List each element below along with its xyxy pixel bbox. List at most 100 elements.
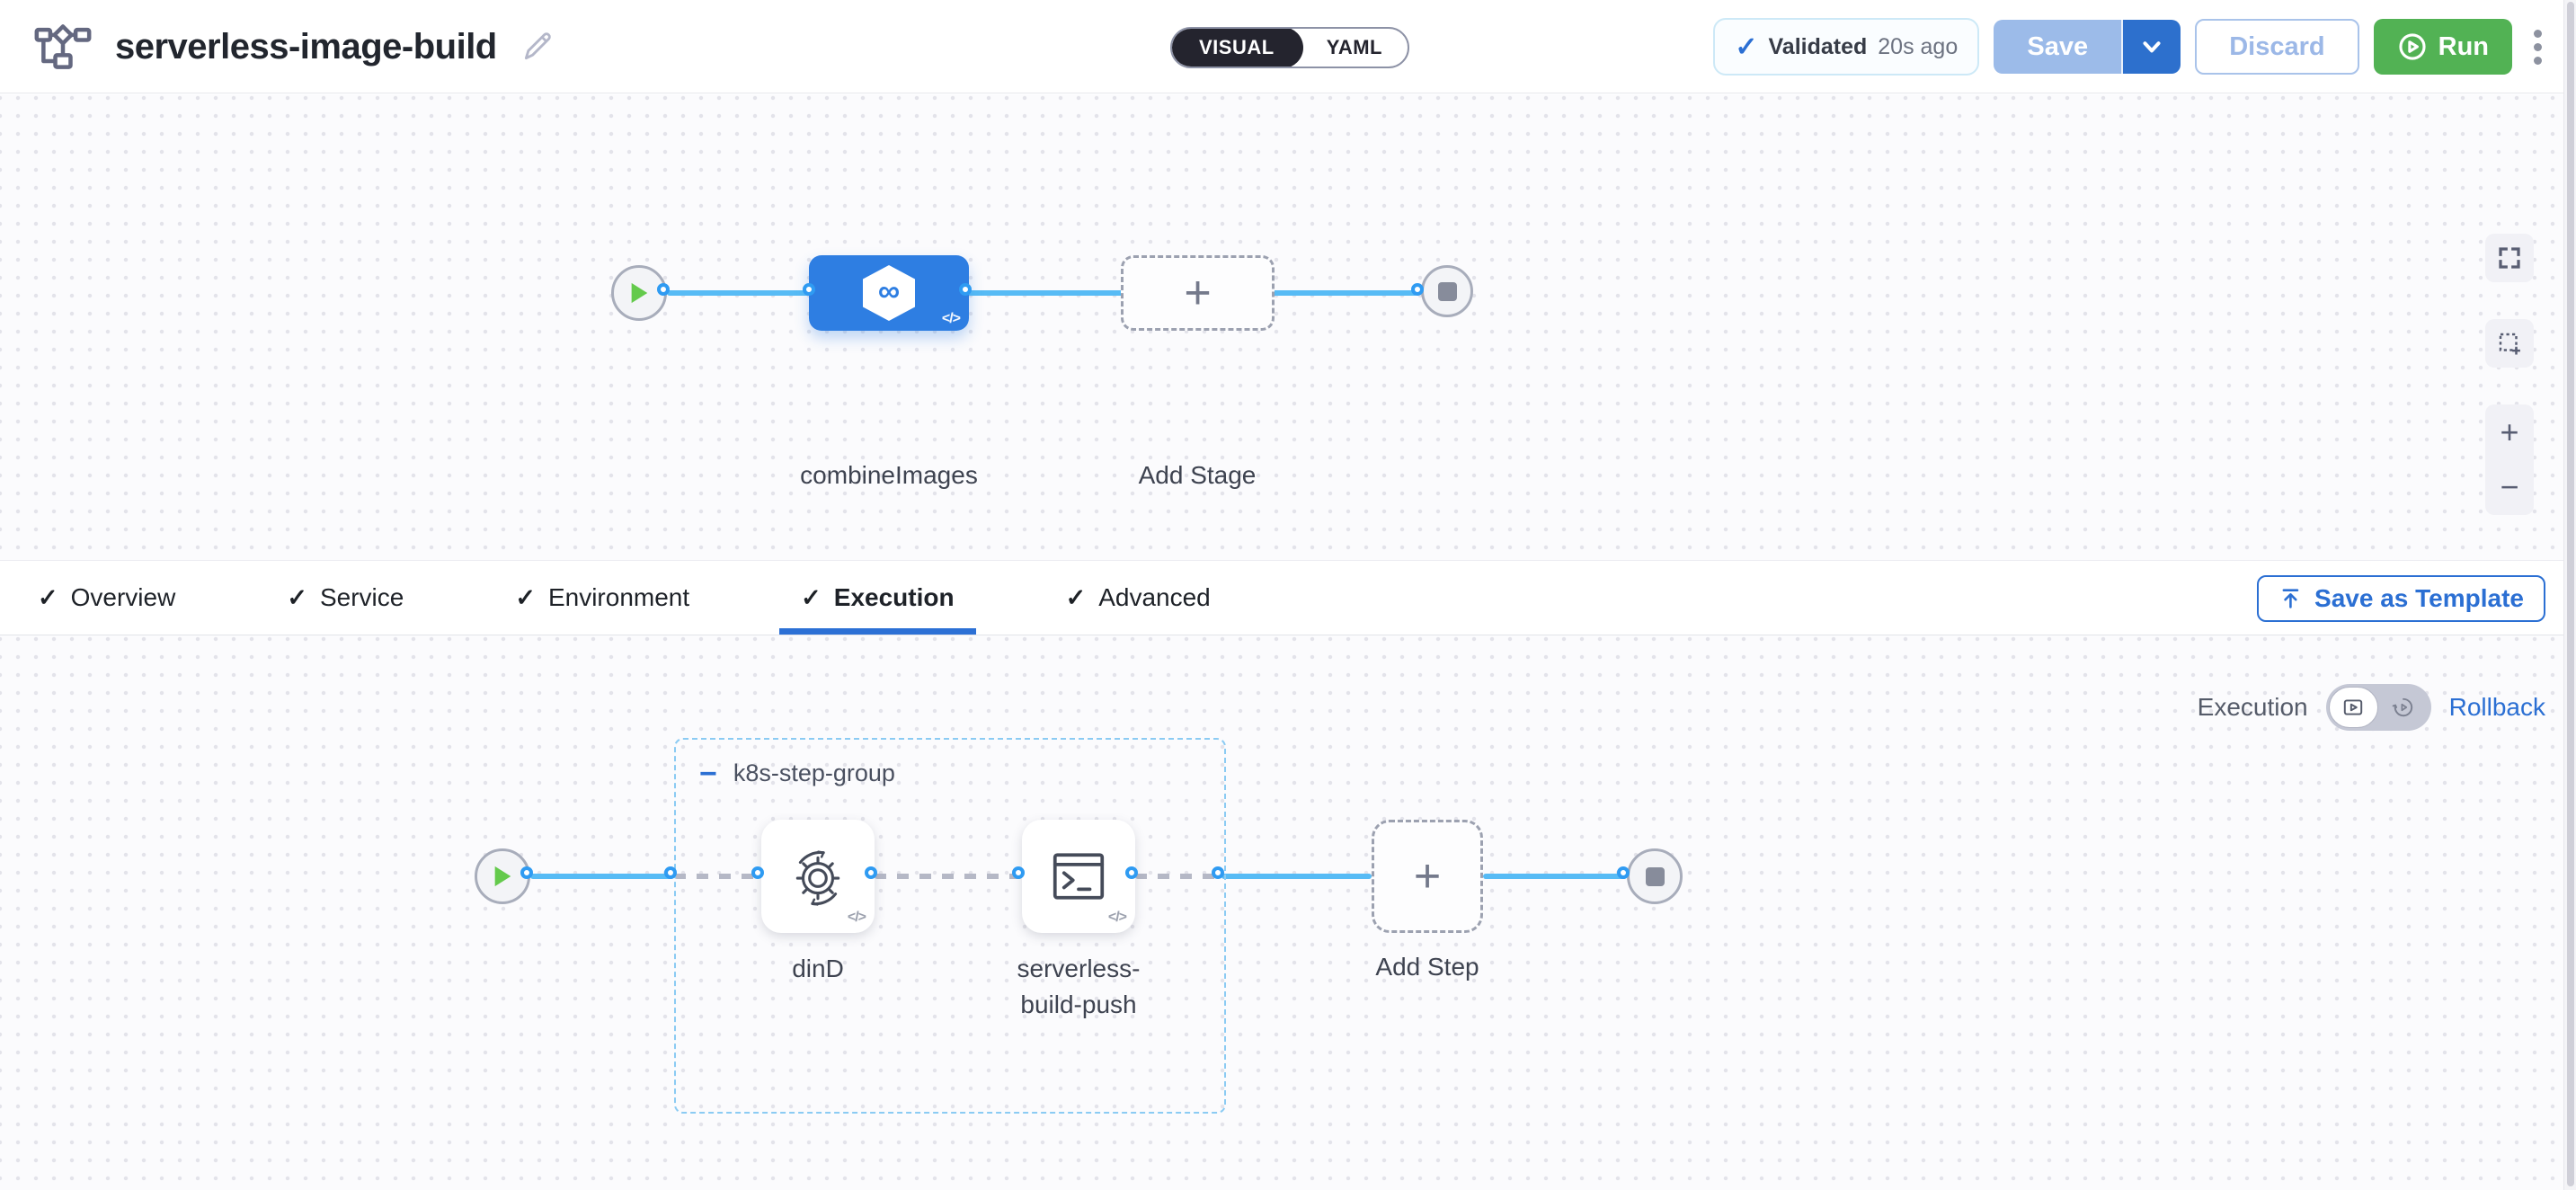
step-group-header[interactable]: − k8s-step-group [699,756,895,791]
validated-check-icon: ✓ [1735,31,1758,62]
run-play-icon [2399,33,2426,60]
code-badge-icon: </> [1107,910,1127,925]
stage-node-label: combineImages [800,461,978,489]
stage-tab-bar: ✓ Overview ✓ Service ✓ Environment ✓ Exe… [0,560,2576,635]
execution-canvas: Execution Rollback [0,635,2576,1190]
toggle-visual[interactable]: VISUAL [1172,29,1303,67]
zoom-in-button[interactable]: + [2500,413,2519,450]
step-group-k8s: − k8s-step-group [674,738,1226,1114]
tab-environment[interactable]: ✓ Environment [515,583,690,611]
save-split-button: Save [1994,20,2181,74]
rollback-link[interactable]: Rollback [2448,693,2545,721]
discard-button[interactable]: Discard [2195,19,2359,75]
step-label-dind: dinD [792,955,844,982]
marquee-select-icon [2499,333,2520,355]
validated-label: Validated [1768,33,1868,59]
execution-mode-button[interactable] [2328,687,2379,728]
collapse-icon: − [699,756,717,791]
run-button[interactable]: Run [2373,19,2512,75]
execution-end-node [1627,848,1683,904]
fullscreen-icon [2499,247,2520,269]
connector-dot [1212,866,1224,879]
tab-check-icon: ✓ [515,583,536,611]
tab-check-icon: ✓ [1065,583,1087,611]
header-title-group: serverless-image-build [34,0,555,93]
save-button[interactable]: Save [1994,20,2122,74]
edit-pencil-icon[interactable] [520,30,555,64]
tab-check-icon: ✓ [287,583,307,611]
step-label-serverless-build-push: serverless-build-push [1017,955,1141,1018]
code-badge-icon: </> [847,910,866,925]
exec-flow-line [1483,874,1627,879]
save-as-template-button[interactable]: Save as Template [2257,575,2545,622]
code-badge-icon: </> [941,311,961,326]
header-actions: ✓ Validated 20s ago Save Discard Run [1713,0,2549,93]
tab-advanced[interactable]: ✓ Advanced [1065,583,1211,611]
tab-check-icon: ✓ [38,583,58,611]
connector-dot [657,283,670,296]
exec-flow-line-dashed [674,874,761,879]
connector-dot [1411,283,1424,296]
page-title: serverless-image-build [115,26,497,67]
stop-icon [1645,866,1665,886]
exec-flow-line-dashed [875,874,1022,879]
validated-badge[interactable]: ✓ Validated 20s ago [1713,18,1980,75]
upload-template-icon [2282,589,2299,608]
run-label: Run [2438,31,2489,61]
step-group-label: k8s-step-group [733,759,895,786]
connector-dot [865,866,877,879]
scrollbar-thumb[interactable] [2567,2,2574,1186]
pipeline-icon [34,24,92,69]
multi-select-button[interactable] [2485,319,2534,368]
connector-dot [1012,866,1025,879]
exec-flow-line [530,874,674,879]
vertical-scrollbar [2563,0,2576,1190]
execution-mode-label: Execution [2197,693,2308,721]
plus-icon: + [1184,267,1212,319]
add-step-button[interactable]: + [1372,820,1483,933]
toggle-yaml[interactable]: YAML [1326,36,1382,58]
connector-dot [1125,866,1138,879]
zoom-out-button[interactable]: − [2500,468,2519,506]
add-stage-label: Add Stage [1138,461,1257,489]
start-play-icon [631,282,648,304]
step-node-dind[interactable]: </> [761,820,875,933]
chained-pipeline-icon: ∞ [863,265,915,321]
rollback-mode-button[interactable] [2378,687,2428,728]
tab-execution[interactable]: ✓ Execution [779,561,975,635]
pipeline-end-node [1421,265,1473,317]
validated-time: 20s ago [1878,33,1959,59]
step-node-serverless-build-push[interactable]: </> [1022,820,1135,933]
connector-dot [803,283,815,296]
rollback-icon [2392,697,2412,717]
add-step-label: Add Step [1375,953,1479,981]
stop-icon [1437,281,1457,301]
stage-canvas: ∞ </> combineImages + Add Stage [0,94,2576,560]
header: serverless-image-build VISUAL YAML ✓ Val… [0,0,2576,93]
execution-steps-icon [2344,699,2363,715]
add-stage-button[interactable]: + [1121,255,1275,331]
plus-icon: + [1413,850,1442,902]
exec-flow-line [1221,874,1372,879]
more-options-menu[interactable] [2527,24,2549,70]
execution-rollback-toggle [2325,684,2431,731]
connector-dot [520,866,533,879]
tab-service[interactable]: ✓ Service [287,583,404,611]
start-play-icon [494,866,511,887]
exec-flow-line-dashed [1135,874,1221,879]
tab-overview[interactable]: ✓ Overview [38,583,176,611]
connector-dot [664,866,677,879]
dind-gear-sync-icon [795,850,840,906]
execution-mode-row: Execution Rollback [2198,682,2545,733]
fullscreen-button[interactable] [2485,234,2534,282]
stage-flow-line [667,290,1417,296]
chevron-down-icon [2143,41,2161,53]
save-dropdown-button[interactable] [2121,20,2181,74]
visual-yaml-toggle: VISUAL YAML [1170,27,1409,68]
connector-dot [1617,866,1630,879]
terminal-icon [1053,853,1105,900]
connector-dot [959,283,972,296]
zoom-controls: + − [2485,404,2534,515]
stage-node-combineimages[interactable]: ∞ </> [809,255,969,331]
